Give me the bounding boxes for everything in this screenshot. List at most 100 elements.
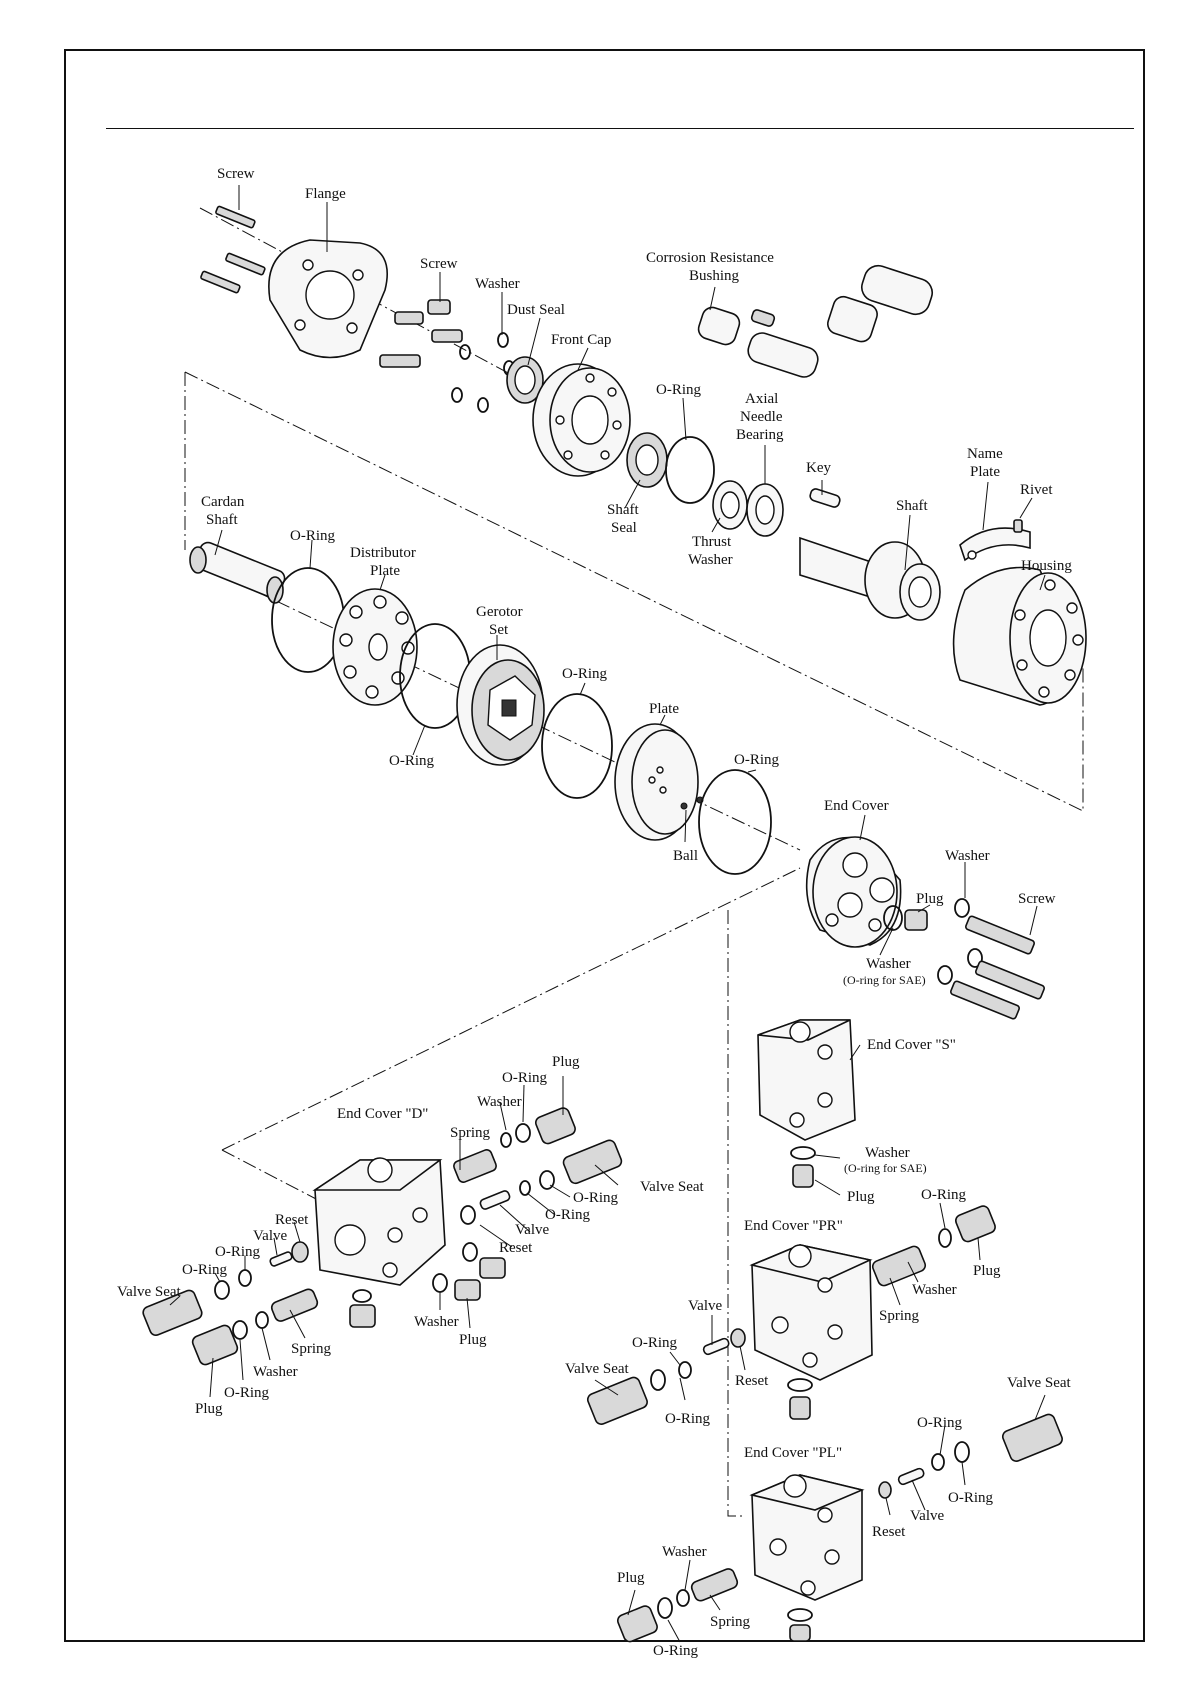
label-corrosion-bushing-2: Bushing — [689, 268, 740, 284]
leader-lines — [169, 185, 1046, 1643]
label-pl-plug: Plug — [617, 1570, 645, 1586]
label-pr-o-ring-b: O-Ring — [665, 1411, 711, 1427]
label-pl-reset: Reset — [872, 1524, 906, 1540]
end-cover-part — [805, 836, 902, 948]
end-cover-screws — [937, 898, 1045, 1020]
label-s-washer-2: (O-ring for SAE) — [844, 1161, 927, 1175]
end-cover-s-block — [757, 1019, 856, 1188]
label-key: Key — [806, 460, 831, 476]
shaft-seal-part — [626, 432, 668, 488]
label-washer-sae-1: Washer — [866, 956, 911, 972]
rivet-part — [1013, 519, 1023, 533]
end-cover-pl-block — [749, 1474, 865, 1642]
label-end-cover: End Cover — [824, 798, 889, 814]
label-s-plug: Plug — [847, 1189, 875, 1205]
end-cover-plug-washer — [883, 905, 928, 931]
label-pr-o-ring: O-Ring — [921, 1187, 967, 1203]
label-o-ring-distributor: O-Ring — [389, 753, 435, 769]
label-d-valve-seat-right: Valve Seat — [640, 1179, 705, 1195]
label-pr-reset: Reset — [735, 1373, 769, 1389]
label-distributor-2: Plate — [370, 563, 400, 579]
label-s-title: End Cover "S" — [867, 1037, 956, 1053]
label-pr-washer: Washer — [912, 1282, 957, 1298]
label-cardan-1: Cardan — [201, 494, 245, 510]
gerotor-set-part — [456, 644, 545, 766]
end-cover-pl-components — [617, 1413, 1063, 1643]
label-d-o-ring-l2: O-Ring — [182, 1262, 228, 1278]
label-d-spring-top: Spring — [450, 1125, 491, 1141]
label-shaft: Shaft — [896, 498, 928, 514]
name-plate-part — [959, 527, 1031, 562]
label-d-o-ring-top: O-Ring — [502, 1070, 548, 1086]
label-distributor-1: Distributor — [350, 545, 416, 561]
label-o-ring-front: O-Ring — [656, 382, 702, 398]
label-d-o-ring-r2: O-Ring — [545, 1207, 591, 1223]
label-pl-title: End Cover "PL" — [744, 1445, 842, 1461]
label-screw-mid: Screw — [420, 256, 458, 272]
label-d-spring-bottom: Spring — [291, 1341, 332, 1357]
shaft-part — [799, 536, 941, 621]
housing-part — [952, 566, 1087, 706]
label-gerotor-1: Gerotor — [476, 604, 523, 620]
o-ring-front — [665, 436, 715, 504]
label-thrust-washer-2: Washer — [688, 552, 733, 568]
label-pr-valve: Valve — [688, 1298, 722, 1314]
label-d-reset-l: Reset — [275, 1212, 309, 1228]
label-d-valve-r: Valve — [515, 1222, 549, 1238]
label-pr-plug: Plug — [973, 1263, 1001, 1279]
screw-set-top — [200, 205, 266, 294]
label-dust-seal: Dust Seal — [507, 302, 565, 318]
label-pr-valve-seat: Valve Seat — [565, 1361, 630, 1377]
label-d-title: End Cover "D" — [337, 1106, 428, 1122]
washer-rings-top — [451, 332, 515, 413]
label-rivet: Rivet — [1020, 482, 1053, 498]
label-d-valve-seat-left: Valve Seat — [117, 1284, 182, 1300]
label-pl-valve: Valve — [910, 1508, 944, 1524]
label-corrosion-bushing-1: Corrosion Resistance — [646, 250, 774, 266]
label-plate: Plate — [649, 701, 679, 717]
label-o-ring-plate: O-Ring — [734, 752, 780, 768]
o-ring-plate — [698, 769, 772, 875]
label-washer-top: Washer — [475, 276, 520, 292]
front-cap-part — [532, 363, 631, 477]
thrust-washer-part — [712, 480, 748, 530]
label-pl-o-ring-b: O-Ring — [948, 1490, 994, 1506]
label-d-o-ring-r1: O-Ring — [573, 1190, 619, 1206]
label-pl-o-ring: O-Ring — [653, 1643, 699, 1659]
distributor-plate-part — [332, 588, 418, 706]
label-shaft-seal-2: Seal — [611, 520, 637, 536]
flange-part — [268, 239, 389, 359]
label-s-washer-1: Washer — [865, 1145, 910, 1161]
label-pl-o-ring-t: O-Ring — [917, 1415, 963, 1431]
label-o-ring-gerotor: O-Ring — [562, 666, 608, 682]
part-labels: Screw Flange Screw Washer Dust Seal Fron… — [117, 166, 1072, 1659]
label-o-ring-cardan: O-Ring — [290, 528, 336, 544]
label-washer-end-cover: Washer — [945, 848, 990, 864]
label-pr-o-ring-l: O-Ring — [632, 1335, 678, 1351]
label-washer-sae-2: (O-ring for SAE) — [843, 973, 926, 987]
label-d-plug-mid: Plug — [459, 1332, 487, 1348]
label-d-o-ring-l1: O-Ring — [215, 1244, 261, 1260]
label-name-plate-2: Plate — [970, 464, 1000, 480]
label-axial-2: Needle — [740, 409, 783, 425]
label-ball: Ball — [673, 848, 698, 864]
label-pl-spring: Spring — [710, 1614, 751, 1630]
key-part — [809, 488, 841, 508]
cardan-shaft-part — [189, 541, 286, 604]
label-axial-3: Bearing — [736, 427, 784, 443]
header-rule — [106, 128, 1134, 129]
label-screw-top: Screw — [217, 166, 255, 182]
o-ring-gerotor — [541, 693, 613, 799]
needle-bearing-part — [746, 483, 784, 537]
label-flange: Flange — [305, 186, 346, 202]
label-d-plug-bottom: Plug — [195, 1401, 223, 1417]
label-d-plug-top: Plug — [552, 1054, 580, 1070]
page-frame — [64, 49, 1145, 1642]
label-pl-washer: Washer — [662, 1544, 707, 1560]
label-plug-end-cover: Plug — [916, 891, 944, 907]
label-d-valve-l: Valve — [253, 1228, 287, 1244]
dust-seal-part — [506, 356, 544, 404]
label-housing: Housing — [1021, 558, 1072, 574]
label-pl-valve-seat: Valve Seat — [1007, 1375, 1072, 1391]
